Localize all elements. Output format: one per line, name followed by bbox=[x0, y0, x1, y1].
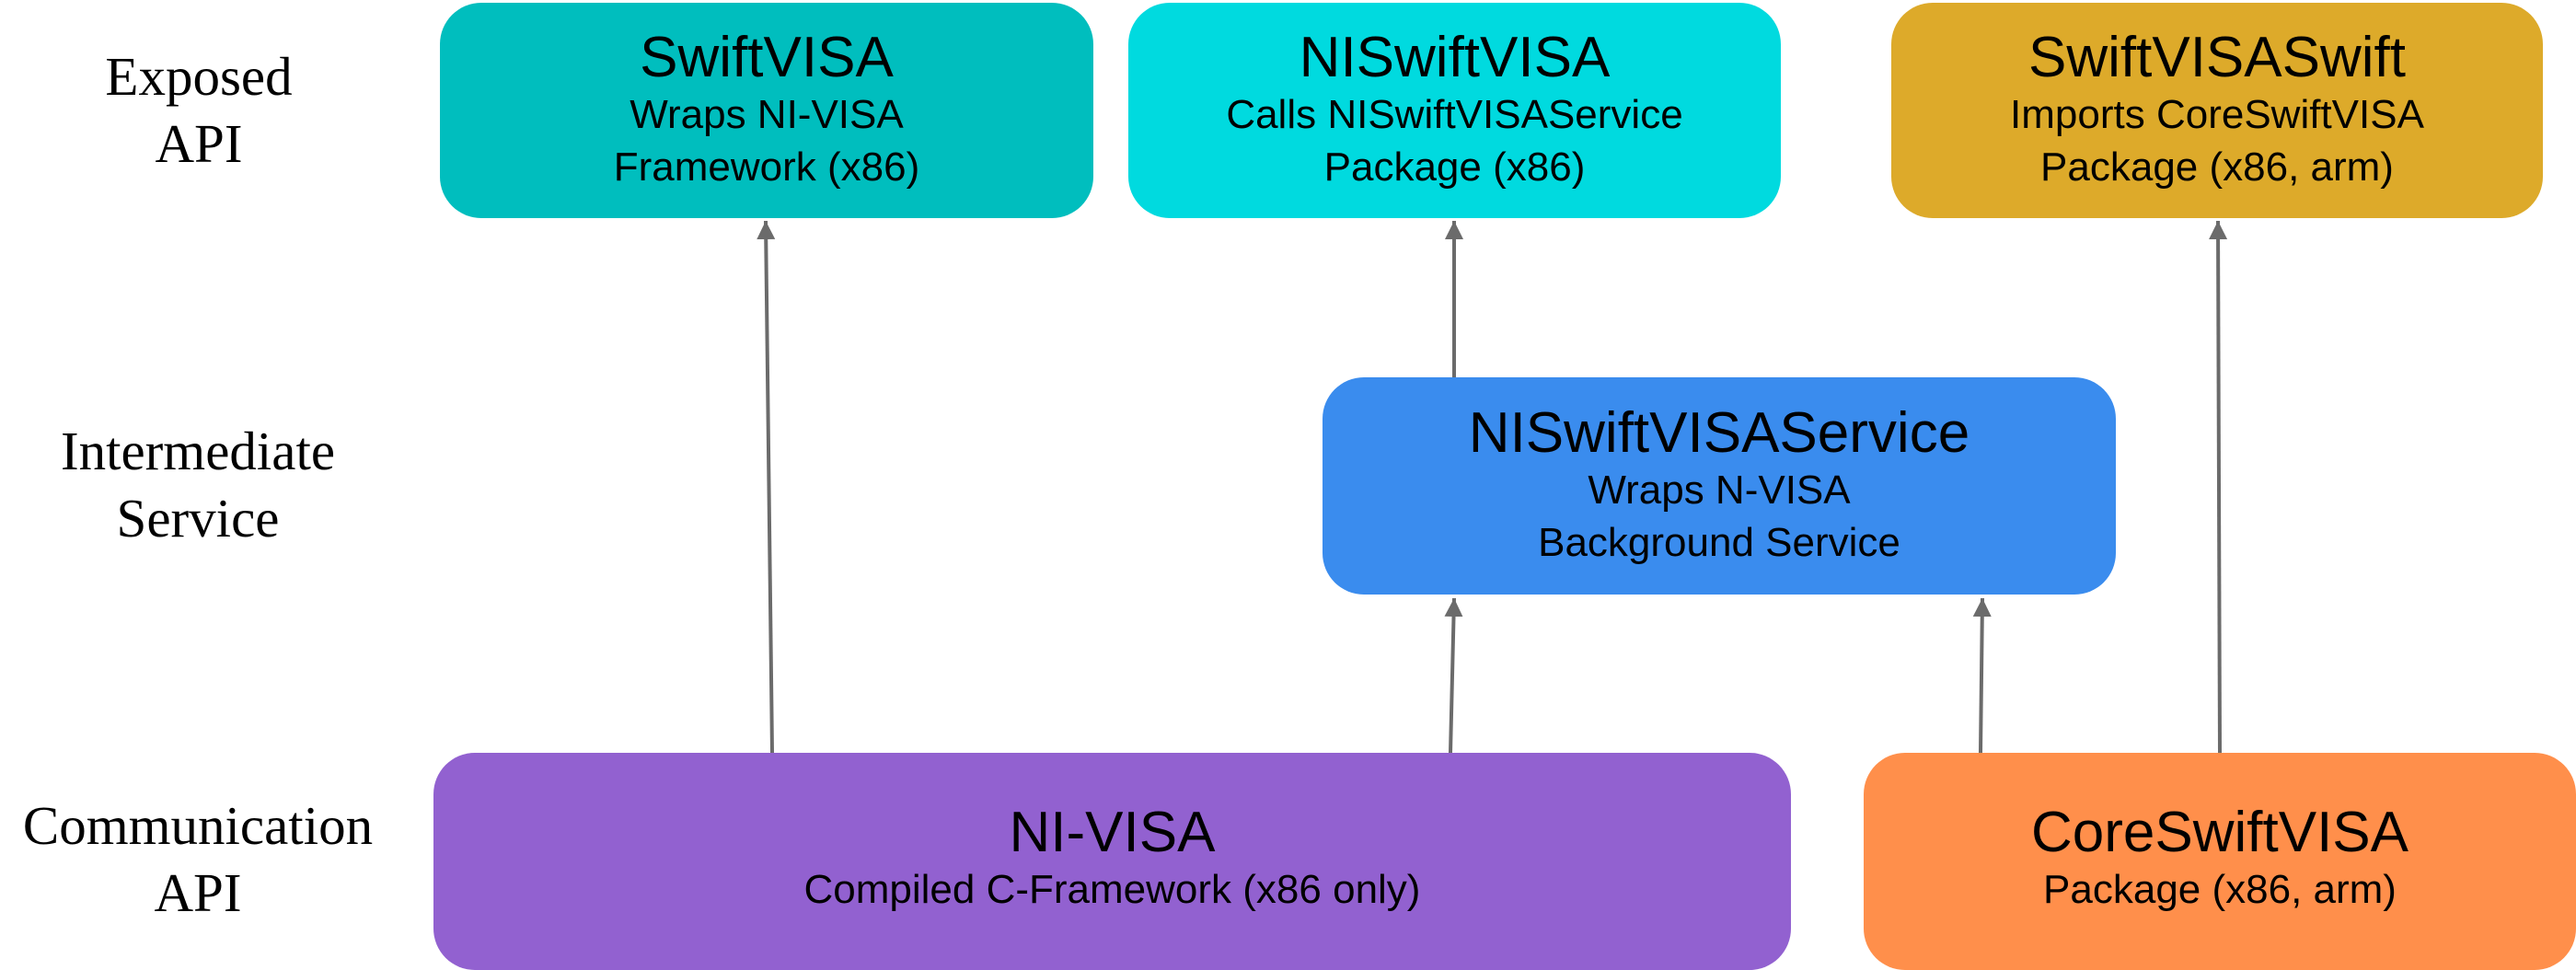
node-description-line1: Wraps NI-VISA bbox=[630, 92, 904, 137]
layer-label-line2: API bbox=[154, 862, 242, 923]
node-niswiftvisaservice: NISwiftVISAService Wraps N-VISA Backgrou… bbox=[1323, 377, 2116, 595]
node-title: NISwiftVISAService bbox=[1468, 401, 1970, 465]
node-description-line1: Wraps N-VISA bbox=[1588, 468, 1851, 513]
node-title: CoreSwiftVISA bbox=[2030, 800, 2409, 864]
arrow-coreswiftvisa-to-swiftvisaswift bbox=[2209, 220, 2228, 754]
node-title: NI-VISA bbox=[1009, 800, 1216, 864]
node-description-line1: Imports CoreSwiftVISA bbox=[2010, 92, 2424, 137]
node-swiftvisaswift: SwiftVISASwift Imports CoreSwiftVISA Pac… bbox=[1891, 3, 2543, 218]
node-description-line1: Compiled C-Framework (x86 only) bbox=[803, 866, 1421, 912]
layer-label-communication-api: Communication API bbox=[0, 792, 396, 927]
layer-label-line1: Exposed bbox=[105, 46, 293, 107]
node-title: SwiftVISASwift bbox=[2028, 26, 2406, 89]
node-title: NISwiftVISA bbox=[1299, 26, 1611, 89]
layer-label-line1: Intermediate bbox=[60, 421, 336, 481]
node-description-line2: Package (x86) bbox=[1323, 144, 1586, 190]
node-description-line2: Framework (x86) bbox=[613, 144, 920, 190]
layer-label-line2: API bbox=[155, 113, 243, 174]
node-nivisa: NI-VISA Compiled C-Framework (x86 only) bbox=[433, 753, 1791, 970]
arrow-coreswiftvisa-to-service bbox=[1972, 597, 1992, 754]
node-title: SwiftVISA bbox=[640, 26, 894, 89]
layer-label-line1: Communication bbox=[22, 795, 374, 856]
node-description-line2: Package (x86, arm) bbox=[2040, 144, 2394, 190]
node-description-line1: Package (x86, arm) bbox=[2043, 866, 2397, 912]
node-description-line2: Background Service bbox=[1538, 520, 1900, 565]
node-niswiftvisa: NISwiftVISA Calls NISwiftVISAService Pac… bbox=[1128, 3, 1781, 218]
arrow-nivisa-to-service bbox=[1444, 597, 1463, 754]
arrow-nivisa-to-swiftvisa bbox=[757, 220, 776, 754]
node-coreswiftvisa: CoreSwiftVISA Package (x86, arm) bbox=[1864, 753, 2576, 970]
layer-label-line2: Service bbox=[116, 488, 280, 549]
node-description-line1: Calls NISwiftVISAService bbox=[1226, 92, 1683, 137]
layer-label-intermediate-service: Intermediate Service bbox=[37, 418, 359, 552]
node-swiftvisa: SwiftVISA Wraps NI-VISA Framework (x86) bbox=[440, 3, 1093, 218]
layer-label-exposed-api: Exposed API bbox=[93, 43, 305, 178]
